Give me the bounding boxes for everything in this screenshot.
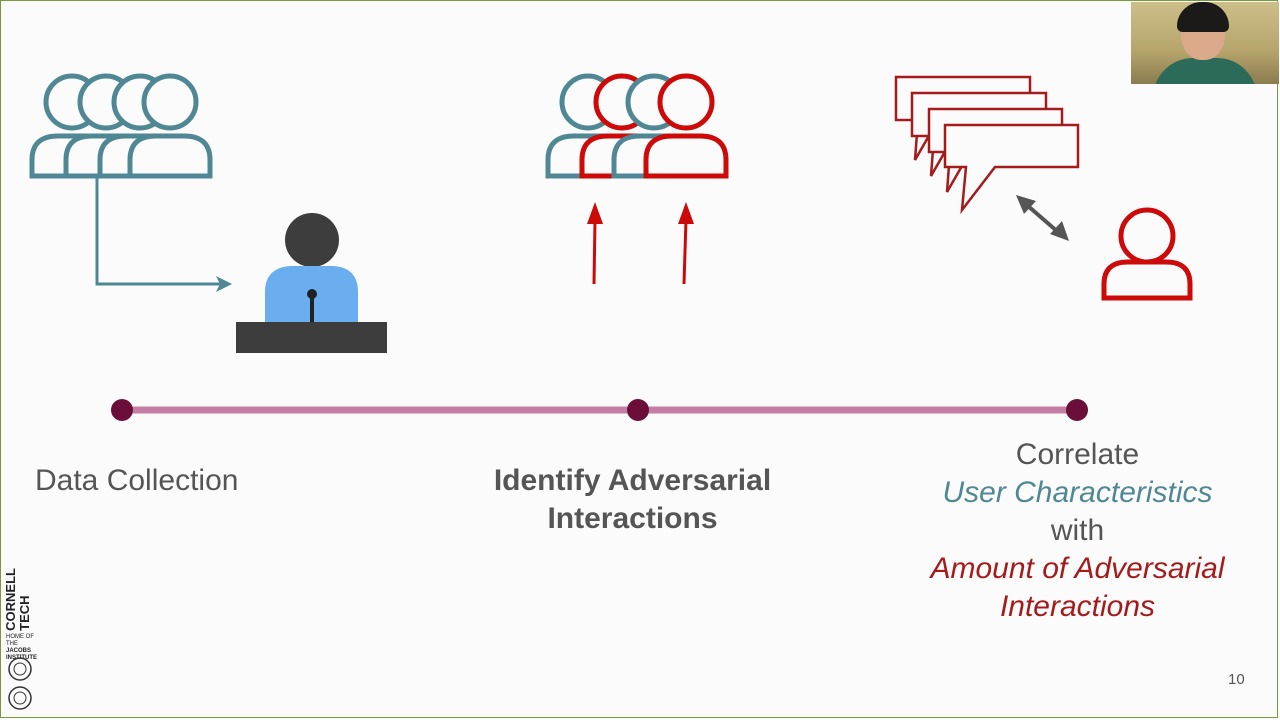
correlate-line: with — [1050, 514, 1105, 547]
stage-label-identify-line: Interactions — [547, 502, 718, 535]
logo-sub-line: JACOBS — [6, 648, 32, 654]
stage-label-identify: Identify Adversarial Interactions — [440, 462, 825, 538]
logo-sub-line: HOME OF THE — [6, 634, 34, 647]
adversarial-amount-text: Interactions — [999, 590, 1156, 623]
timeline-node — [627, 399, 649, 421]
university-seals-icon — [8, 657, 32, 710]
up-arrow-icon — [587, 202, 603, 285]
logo-name-line: CORNELL — [3, 568, 18, 631]
user-characteristics-text: User Characteristics — [942, 476, 1213, 509]
mixed-users-group-icon — [548, 76, 726, 176]
adversarial-amount-text: Amount of Adversarial — [930, 552, 1225, 585]
group-of-users-icon — [32, 76, 210, 176]
timeline-node — [1066, 399, 1088, 421]
cornell-tech-logo: CORNELL TECH — [3, 568, 32, 631]
page-number: 10 — [1228, 671, 1245, 688]
video-person-hair — [1177, 2, 1229, 32]
stage-label-data-collection: Data Collection — [35, 464, 239, 497]
video-person-body — [1153, 58, 1257, 84]
presenter-video-thumbnail — [1131, 2, 1279, 84]
single-user-icon — [1101, 207, 1193, 301]
speech-bubbles-stack-icon — [894, 75, 1080, 215]
connector-arrow-icon — [95, 176, 232, 292]
timeline-node — [111, 399, 133, 421]
up-arrow-icon — [678, 202, 694, 285]
stage-label-identify-line: Identify Adversarial — [493, 464, 772, 497]
two-way-arrow-icon — [1016, 195, 1069, 241]
stage-label-correlate: Correlate User Characteristics with Amou… — [905, 436, 1250, 626]
logo-name-line: TECH — [17, 595, 32, 631]
correlate-line: Correlate — [1015, 438, 1140, 471]
presenter-at-podium-icon — [236, 213, 387, 353]
